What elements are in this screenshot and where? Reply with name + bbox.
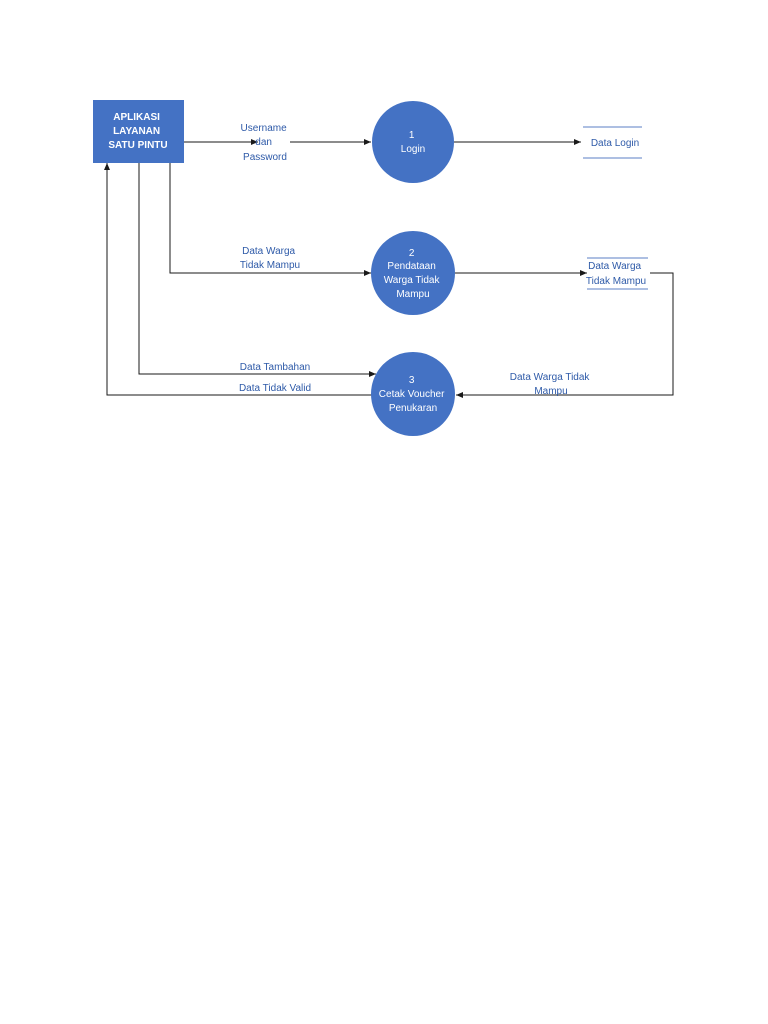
flow-label-line: Password: [243, 152, 287, 163]
process-label: 3 Cetak Voucher Penukaran: [379, 375, 447, 414]
flow-label-data-tambahan: Data Tambahan: [240, 362, 310, 373]
store-label-line: Data Login: [591, 138, 639, 149]
flow-label-data-warga: Data Warga Tidak Mampu: [240, 246, 300, 271]
store-label-line: Tidak Mampu: [586, 276, 646, 287]
flow-label-line: Data Warga: [242, 246, 295, 257]
entity-box: [93, 100, 184, 163]
flow-label-line: Data Tambahan: [240, 362, 310, 373]
flow-label-line: dan: [255, 137, 272, 148]
flow-label-line: Data Warga Tidak: [510, 372, 591, 383]
flow-line-entity-to-cetak: [138, 163, 376, 377]
process-number: 1: [409, 130, 415, 141]
process-circle: [371, 352, 455, 436]
entity-label-line: LAYANAN: [113, 126, 160, 137]
process-name-line: Pendataan: [387, 261, 435, 272]
process-name-line: Cetak Voucher: [379, 389, 445, 400]
entity-label-line: APLIKASI: [113, 112, 160, 123]
flow-line-entity-to-pendataan: [169, 163, 371, 276]
flow-line-cetak-to-entity: [104, 163, 374, 396]
process-login: 1 Login: [372, 101, 454, 183]
flow-label-line: Mampu: [534, 386, 567, 397]
flow-lines: [104, 139, 674, 398]
process-name-line: Mampu: [396, 289, 429, 300]
process-number: 3: [409, 375, 415, 386]
process-name-line: Penukaran: [389, 403, 437, 414]
flow-label-line: Tidak Mampu: [240, 260, 300, 271]
process-number: 2: [409, 248, 415, 259]
flow-label-username-password: Username dan Password: [241, 123, 290, 163]
process-circle: [372, 101, 454, 183]
data-store-login: Data Login: [583, 126, 642, 159]
entity-label-line: SATU PINTU: [108, 140, 167, 151]
process-circle: [371, 231, 455, 315]
process-cetak-voucher: 3 Cetak Voucher Penukaran: [371, 352, 455, 436]
flow-label-data-warga-tidak-mampu: Data Warga Tidak Mampu: [510, 372, 592, 397]
flow-label-line: Data Tidak Valid: [239, 383, 311, 394]
external-entity: APLIKASI LAYANAN SATU PINTU: [93, 100, 184, 163]
entity-label: APLIKASI LAYANAN SATU PINTU: [108, 112, 167, 151]
process-name-line: Warga Tidak: [384, 275, 441, 286]
store-label: Data Login: [591, 138, 639, 149]
flow-label-data-tidak-valid: Data Tidak Valid: [239, 383, 311, 394]
process-pendataan: 2 Pendataan Warga Tidak Mampu: [371, 231, 455, 315]
data-store-warga-tidak-mampu: Data Warga Tidak Mampu: [586, 257, 648, 290]
process-name-line: Login: [401, 144, 425, 155]
store-label: Data Warga Tidak Mampu: [586, 261, 646, 287]
flow-line-store-to-cetak: [456, 272, 674, 398]
store-label-line: Data Warga: [588, 261, 641, 272]
process-label: 2 Pendataan Warga Tidak Mampu: [384, 248, 443, 300]
process-label: 1 Login: [401, 130, 425, 155]
flow-label-line: Username: [241, 123, 288, 134]
